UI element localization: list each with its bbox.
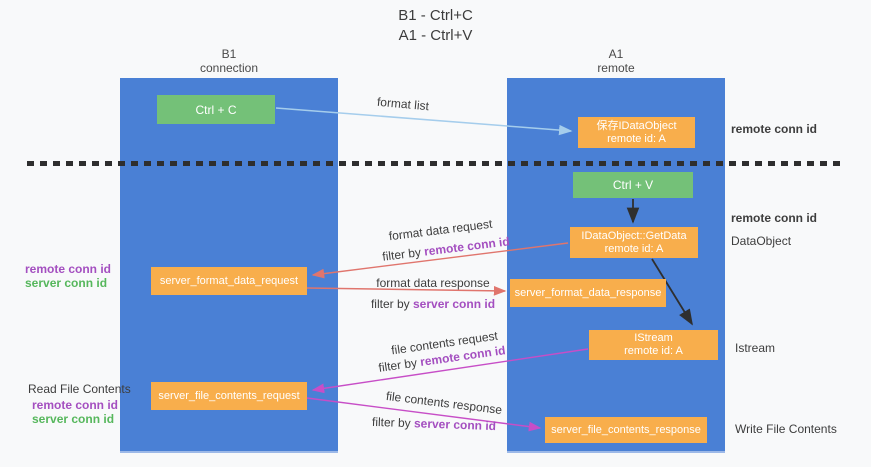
- ctrl-c-node: Ctrl + C: [157, 95, 275, 124]
- left-conn-id-labels-bottom: remote conn id server conn id: [32, 398, 118, 426]
- edge-label-filter-by-server-conn-id: filter by server conn id: [368, 297, 498, 311]
- istream-side-label: Istream: [735, 341, 776, 355]
- server-file-contents-response-label: server_file_contents_response: [551, 424, 701, 436]
- server-format-data-response-node: server_format_data_response: [510, 279, 666, 307]
- edge-label-filter-by-server-conn-id-2: filter by server conn id: [368, 415, 500, 434]
- write-file-contents-label: Write File Contents: [735, 422, 837, 436]
- remote-conn-id-label-right-top: remote conn id: [731, 122, 818, 136]
- right-column-header: A1 remote: [546, 47, 686, 75]
- remote-conn-id-text: remote conn id: [423, 234, 511, 259]
- left-column-name: B1: [221, 47, 237, 61]
- remote-conn-id-label: remote conn id: [25, 262, 112, 276]
- save-idataobject-line1: 保存IDataObject: [596, 119, 677, 132]
- getdata-line2: remote id: A: [604, 242, 664, 255]
- right-column-name: A1: [608, 47, 624, 61]
- right-column-role: remote: [597, 61, 635, 75]
- edge-label-file-contents-response: file contents response: [385, 388, 503, 418]
- server-file-contents-request-label: server_file_contents_request: [158, 390, 300, 402]
- ctrl-v-label: Ctrl + V: [612, 178, 654, 192]
- remote-conn-id-label: remote conn id: [32, 398, 119, 412]
- left-conn-id-labels-top: remote conn id server conn id: [25, 262, 111, 290]
- ctrl-c-label: Ctrl + C: [195, 102, 237, 117]
- filter-by-text: filter by: [370, 297, 410, 311]
- save-idataobject-node: 保存IDataObject remote id: A: [578, 117, 695, 148]
- server-format-data-response-label: server_format_data_response: [514, 287, 662, 299]
- save-idataobject-line2: remote id: A: [607, 132, 666, 145]
- server-format-data-request-label: server_format_data_request: [159, 275, 299, 287]
- left-column-header: B1 connection: [159, 47, 299, 75]
- istream-node: IStream remote id: A: [589, 330, 718, 360]
- title-line-2: A1 - Ctrl+V: [398, 27, 473, 44]
- dataobject-label: DataObject: [731, 234, 792, 248]
- server-conn-id-label: server conn id: [32, 412, 115, 426]
- read-file-contents-label: Read File Contents: [28, 382, 131, 396]
- server-conn-id-label: server conn id: [25, 276, 108, 290]
- server-conn-id-text: server conn id: [413, 297, 496, 311]
- filter-by-text: filter by: [371, 414, 411, 431]
- left-column-role: connection: [199, 61, 259, 75]
- getdata-line1: IDataObject::GetData: [581, 229, 687, 242]
- server-file-contents-request-node: server_file_contents_request: [151, 382, 307, 410]
- diagram-title: B1 - Ctrl+C A1 - Ctrl+V: [0, 6, 871, 46]
- machine-boundary-dashed-line: [27, 161, 845, 166]
- istream-line2: remote id: A: [624, 345, 683, 357]
- filter-by-text: filter by: [381, 245, 422, 264]
- remote-conn-id-label-right-mid: remote conn id: [731, 211, 818, 225]
- edge-label-format-data-response: format data response: [376, 276, 490, 290]
- server-format-data-request-node: server_format_data_request: [151, 267, 307, 295]
- edge-label-format-list: format list: [376, 94, 430, 114]
- idataobject-getdata-node: IDataObject::GetData remote id: A: [570, 227, 698, 258]
- title-line-1: B1 - Ctrl+C: [398, 7, 473, 24]
- istream-line1: IStream: [634, 332, 673, 344]
- server-file-contents-response-node: server_file_contents_response: [545, 417, 707, 443]
- server-conn-id-text: server conn id: [413, 416, 497, 434]
- ctrl-v-node: Ctrl + V: [573, 172, 693, 198]
